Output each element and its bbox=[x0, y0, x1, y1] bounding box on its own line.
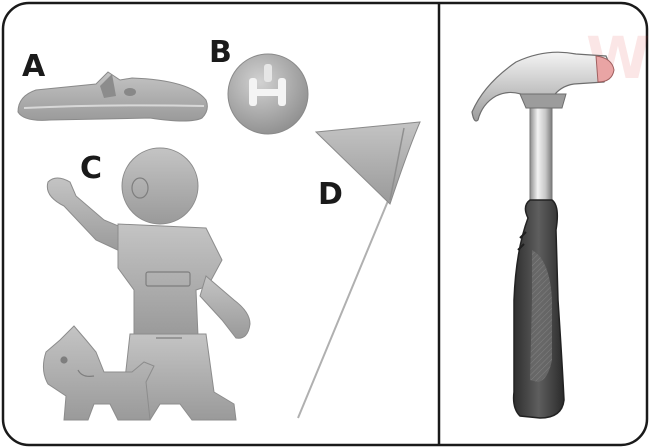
label-d: D bbox=[318, 177, 343, 212]
part-c-detail-lines bbox=[60, 177, 191, 377]
label-a: A bbox=[22, 49, 46, 84]
part-a-base-clip-icon bbox=[17, 71, 208, 122]
claw-hammer-icon bbox=[471, 51, 615, 419]
part-b-peg-cap-icon bbox=[227, 53, 309, 135]
part-d-pennant-flag-icon bbox=[297, 121, 421, 419]
label-c: C bbox=[80, 151, 102, 186]
part-c-boy-and-dog-icon bbox=[42, 147, 251, 421]
label-b: B bbox=[209, 35, 232, 70]
